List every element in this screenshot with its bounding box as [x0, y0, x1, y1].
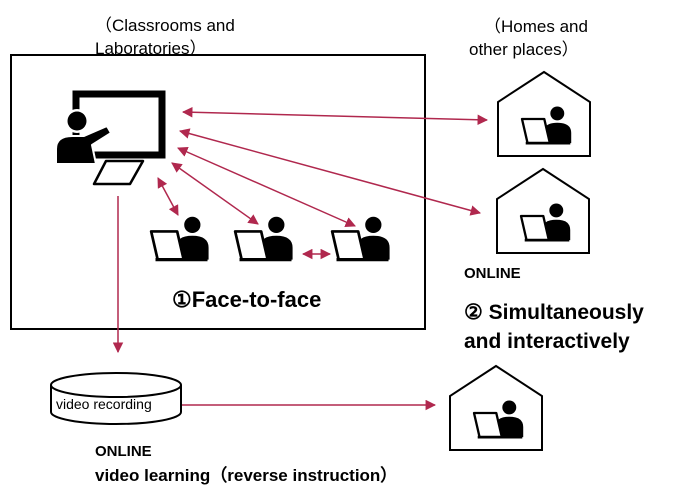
student-at-laptop-icon: [330, 216, 392, 262]
classroom-label-line2: Laboratories）: [95, 39, 207, 58]
arrow-teacher-student-3: [177, 147, 356, 227]
arrow-teacher-student-1: [157, 177, 179, 216]
house-with-student-icon: [498, 72, 590, 156]
house-with-student-icon: [450, 366, 542, 450]
homes-label-line1: （Homes and: [484, 17, 588, 36]
student-at-laptop-icon: [149, 216, 211, 262]
video-recording-label: video recording: [56, 396, 152, 412]
simultaneous-label-line2: and interactively: [464, 330, 630, 353]
database-cylinder-icon: [50, 372, 182, 425]
student-at-laptop-icon: [233, 216, 295, 262]
online-simultaneous-tag: ONLINE: [464, 265, 521, 282]
connection-arrows: [112, 107, 489, 411]
simultaneous-label-line1: ② Simultaneously: [464, 301, 644, 324]
homes-label-line2: other places）: [469, 40, 579, 59]
video-learning-label: video learning（reverse instruction）: [95, 466, 398, 485]
online-video-tag: ONLINE: [95, 443, 152, 460]
arrow-teacher-home-1: [181, 107, 489, 125]
house-with-student-icon: [497, 169, 589, 253]
arrow-teacher-student-2: [171, 162, 259, 225]
classroom-label-line1: （Classrooms and: [95, 16, 235, 35]
teacher-at-board-icon: [55, 90, 166, 186]
face-to-face-label: ①Face-to-face: [172, 287, 322, 312]
